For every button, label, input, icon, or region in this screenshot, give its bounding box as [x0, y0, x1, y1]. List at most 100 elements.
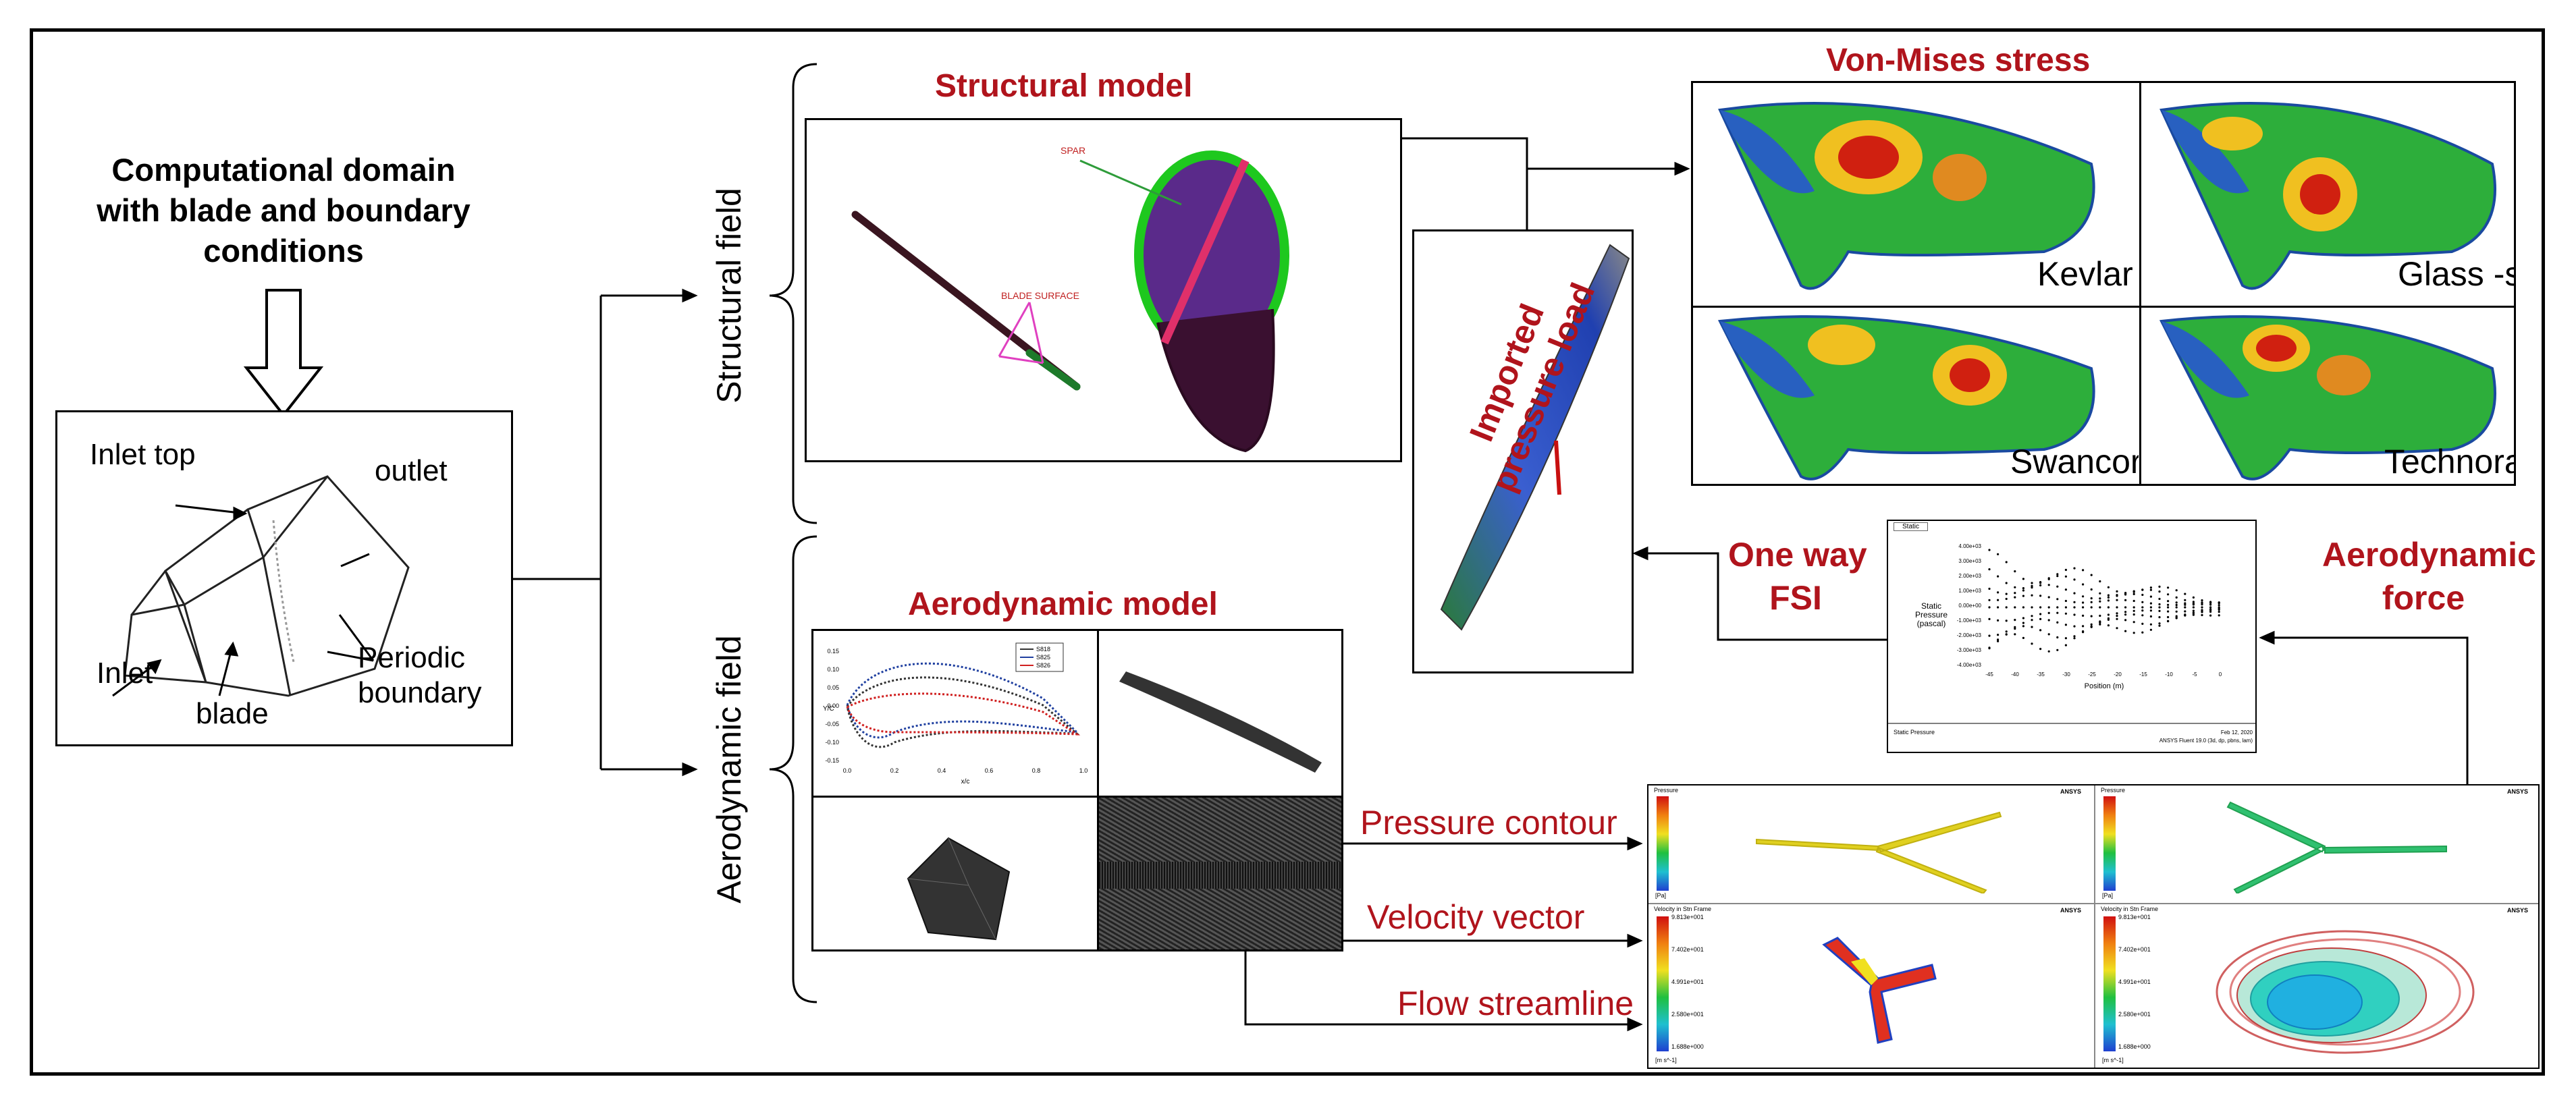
scatter-point	[2005, 619, 2008, 622]
am-legend-item: S825	[1036, 654, 1050, 661]
scatter-point	[2167, 615, 2170, 619]
structural-blade-image: SPAR BLADE SURFACE	[851, 145, 1289, 453]
scatter-point	[2014, 570, 2016, 573]
scatter-point	[2039, 581, 2042, 584]
legend-unit: [m s^-1]	[1655, 1057, 1677, 1064]
scatter-point	[2167, 620, 2170, 623]
legend-value: 7.402e+001	[1671, 946, 1704, 953]
rotor-velocity	[1822, 937, 1937, 1044]
scatter-point	[1997, 599, 2000, 601]
legend-title: Pressure	[1654, 787, 1679, 794]
vm-panel-swancor: Swancor	[1717, 315, 2139, 480]
scatter-point	[2073, 625, 2076, 628]
velocity-vector-label: Velocity vector	[1367, 898, 1585, 936]
scatter-point	[2064, 624, 2067, 626]
plot-scatter	[1988, 549, 2220, 653]
colorbar	[1657, 916, 1669, 1051]
scatter-point	[2082, 601, 2085, 604]
scatter-point	[2099, 580, 2101, 583]
vm-divider-h	[1693, 306, 2514, 308]
scatter-point	[2090, 623, 2093, 626]
vm-panel-glass-s: Glass -s	[2159, 102, 2514, 293]
von-mises-title: Von-Mises stress	[1826, 43, 2091, 78]
colorbar	[2103, 796, 2116, 891]
scatter-point	[2099, 597, 2101, 600]
legend-unit: [m s^-1]	[2102, 1057, 2124, 1064]
scatter-point	[2082, 583, 2085, 586]
ytick: 0.00e+00	[1958, 603, 1981, 609]
scatter-point	[2175, 589, 2178, 592]
static-pressure-plot: Static Static Pressure (pascal) 4.00e+03…	[1887, 520, 2257, 753]
scatter-point	[2175, 615, 2178, 617]
domain-title: Computational domain with blade and boun…	[97, 152, 471, 269]
scatter-point	[1988, 587, 1991, 590]
plot-yticks: 4.00e+03 3.00e+03 2.00e+03 1.00e+03 0.00…	[1957, 543, 1982, 668]
scatter-point	[2192, 606, 2195, 609]
scatter-point	[2090, 625, 2093, 628]
scatter-point	[2090, 601, 2093, 603]
cfd-divider-v	[2094, 785, 2095, 1068]
scatter-point	[2124, 613, 2127, 616]
diagram-frame	[30, 28, 2545, 1076]
xtick: -45	[1985, 671, 1993, 678]
aerodynamic-model-title: Aerodynamic model	[908, 586, 1218, 622]
scatter-point	[2132, 599, 2135, 603]
scatter-point	[2047, 633, 2050, 636]
legend-value: 9.813e+001	[2118, 914, 2151, 920]
am-ytick: 0.10	[827, 666, 839, 673]
scatter-point	[1997, 638, 2000, 641]
scatter-point	[2056, 598, 2059, 601]
scatter-point	[2082, 606, 2085, 609]
pressure-contour-label: Pressure contour	[1360, 804, 1617, 841]
scatter-point	[2141, 601, 2144, 603]
scatter-point	[2209, 601, 2212, 604]
scatter-point	[2107, 624, 2110, 627]
scatter-point	[2099, 623, 2101, 626]
scatter-point	[1997, 553, 2000, 555]
aerodynamic-model-grid: 0.15 0.10 0.05 0.00 -0.05 -0.10 -0.15 0.…	[811, 629, 1343, 951]
scatter-point	[2184, 592, 2186, 595]
scatter-point	[2022, 625, 2024, 628]
scatter-point	[1988, 617, 1991, 620]
xtick: -30	[2062, 671, 2070, 678]
scatter-point	[2022, 587, 2024, 590]
scatter-point	[2064, 599, 2067, 603]
scatter-point	[2031, 606, 2033, 609]
rotor-pressure-2	[2226, 801, 2447, 893]
scatter-point	[2209, 614, 2212, 617]
xtick: -15	[2139, 671, 2147, 678]
scatter-point	[2047, 577, 2050, 580]
scatter-point	[2031, 586, 2033, 589]
scatter-point	[2209, 609, 2212, 611]
scatter-point	[2218, 604, 2220, 607]
scatter-point	[2064, 637, 2067, 640]
scatter-point	[2184, 606, 2186, 609]
vm-divider-v	[2139, 83, 2141, 484]
scatter-point	[2014, 596, 2016, 599]
scatter-point	[2218, 611, 2220, 613]
scatter-point	[2192, 612, 2195, 615]
scatter-point	[2082, 614, 2085, 617]
scatter-point	[2099, 606, 2101, 609]
scatter-point	[2149, 586, 2152, 589]
structural-model-title: Structural model	[935, 68, 1193, 104]
blade-surface-label: BLADE SURFACE	[1001, 290, 1079, 301]
scatter-point	[2005, 606, 2008, 609]
am-xtick: 0.8	[1032, 767, 1041, 774]
scatter-point	[2022, 622, 2024, 624]
scatter-point	[2167, 593, 2170, 596]
scatter-point	[1988, 634, 1991, 637]
scatter-point	[2031, 619, 2033, 622]
am-ytick: -0.05	[825, 721, 839, 727]
scatter-point	[2124, 630, 2127, 632]
scatter-point	[2141, 614, 2144, 617]
scatter-point	[2014, 628, 2016, 630]
scatter-point	[2014, 592, 2016, 595]
structural-model-box: SPAR BLADE SURFACE	[805, 118, 1402, 462]
ytick: -3.00e+03	[1957, 647, 1982, 653]
scatter-point	[2107, 596, 2110, 599]
scatter-point	[2132, 590, 2135, 592]
scatter-point	[2047, 619, 2050, 622]
vm-panel-label: Swancor	[2010, 443, 2139, 480]
scatter-point	[2167, 600, 2170, 603]
